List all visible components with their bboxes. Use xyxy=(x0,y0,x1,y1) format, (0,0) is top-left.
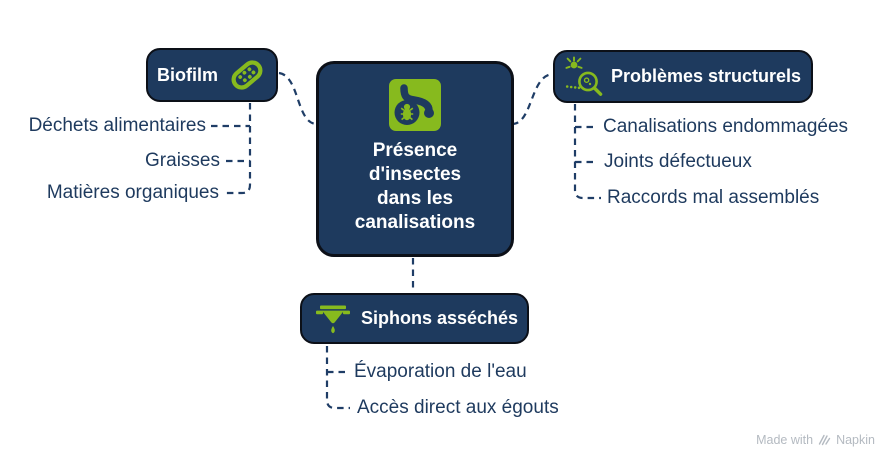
item-canalisations-endommagees[interactable]: Canalisations endommagées xyxy=(603,116,849,137)
item-graisses[interactable]: Graisses xyxy=(145,150,220,171)
node-siphons-asseches[interactable]: Siphons asséchés xyxy=(300,293,529,344)
siphons-label: Siphons asséchés xyxy=(361,308,519,328)
item-joints-defectueux[interactable]: Joints défectueux xyxy=(604,151,752,172)
connector-siphons-items-spine xyxy=(325,346,350,410)
watermark-prefix: Made with xyxy=(756,433,814,447)
pipe-insect-icon xyxy=(389,79,441,131)
central-title: Présence d'insectes dans les canalisatio… xyxy=(355,139,475,235)
item-matieres-organiques[interactable]: Matières organiques xyxy=(46,182,219,203)
item-raccords-mal-assembles[interactable]: Raccords mal assemblés xyxy=(607,187,820,208)
item-dechets-alimentaires[interactable]: Déchets alimentaires xyxy=(28,115,206,136)
central-title-line: Présence xyxy=(372,140,458,161)
drain-drop-icon xyxy=(314,301,352,337)
node-biofilm[interactable]: Biofilm xyxy=(146,48,278,102)
connector-central-structural xyxy=(511,72,554,126)
structural-label: Problèmes structurels xyxy=(611,66,802,86)
watermark-brand: Napkin xyxy=(836,433,875,447)
connector-biofilm-central xyxy=(278,71,318,126)
connector-structural-items-spine xyxy=(573,104,601,200)
central-title-line: d'insectes xyxy=(368,164,462,185)
item-evaporation-de-leau[interactable]: Évaporation de l'eau xyxy=(354,361,527,382)
biofilm-label: Biofilm xyxy=(157,64,218,85)
bug-magnifier-icon xyxy=(563,55,605,98)
central-title-line: dans les xyxy=(376,188,454,209)
node-problemes-structurels[interactable]: Problèmes structurels xyxy=(553,50,813,103)
napkin-watermark[interactable]: Made with Napkin xyxy=(756,433,875,447)
item-acces-direct-aux-egouts[interactable]: Accès direct aux égouts xyxy=(357,397,559,418)
central-title-line: canalisations xyxy=(354,212,476,233)
connector-biofilm-items-spine xyxy=(224,103,252,195)
napkin-logo-icon xyxy=(818,434,831,446)
microbe-icon xyxy=(227,57,267,93)
node-central[interactable]: Présence d'insectes dans les canalisatio… xyxy=(316,61,514,257)
